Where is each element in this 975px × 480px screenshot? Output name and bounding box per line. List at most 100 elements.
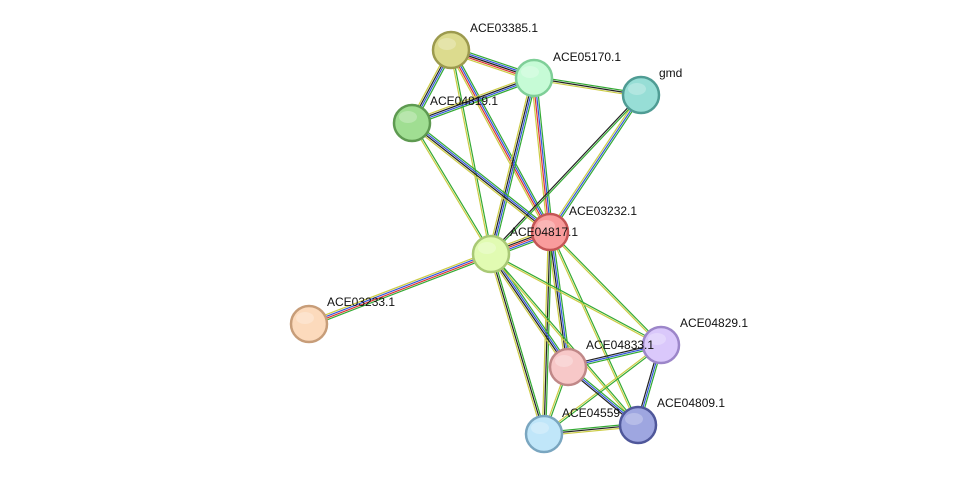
edge-stripe	[451, 49, 552, 232]
node-highlight	[399, 111, 417, 123]
node-ace04809-1[interactable]	[618, 405, 658, 445]
edge-stripe	[307, 251, 491, 323]
edge-stripe	[530, 78, 549, 233]
edge-stripe	[532, 78, 550, 233]
node-label-ace03232-1: ACE03232.1	[569, 204, 637, 218]
node-ace03232-1[interactable]	[530, 212, 570, 252]
edge-stripe	[309, 254, 492, 326]
edge-stripe	[491, 78, 536, 255]
edge-stripe	[544, 345, 662, 436]
edge-stripe	[308, 252, 491, 324]
node-label-ace04833-1: ACE04833.1	[586, 338, 654, 352]
edge-ace04817-1-ace04833-1	[488, 252, 571, 369]
node-circle[interactable]	[524, 414, 564, 454]
node-ace04829-1[interactable]	[641, 325, 681, 365]
edge-stripe	[488, 254, 543, 435]
node-circle[interactable]	[618, 405, 658, 445]
edge-stripe	[411, 123, 550, 234]
node-circle[interactable]	[431, 30, 471, 70]
node-layer	[289, 30, 681, 454]
edge-stripe	[548, 232, 568, 368]
edge-stripe	[492, 78, 538, 255]
node-highlight	[438, 38, 456, 50]
node-highlight	[648, 333, 666, 345]
node-ace05170-1[interactable]	[514, 58, 554, 98]
edge-stripe	[490, 254, 661, 347]
node-circle[interactable]	[641, 325, 681, 365]
node-highlight	[555, 355, 573, 367]
node-ace04819-1[interactable]	[392, 103, 432, 143]
edge-stripe	[549, 94, 642, 233]
edge-stripe	[488, 255, 567, 369]
node-circle[interactable]	[514, 58, 554, 98]
edge-stripe	[550, 231, 640, 425]
node-gmd[interactable]	[621, 75, 661, 115]
node-label-ace03233-1: ACE03233.1	[327, 295, 395, 309]
node-highlight	[521, 66, 539, 78]
node-ace04559[interactable]	[524, 414, 564, 454]
edge-stripe	[449, 50, 550, 233]
node-circle[interactable]	[471, 234, 511, 274]
edge-stripe	[489, 77, 534, 254]
edge-stripe	[309, 255, 493, 327]
edge-stripe	[548, 93, 641, 232]
edge-ace05170-1-ace04817-1	[487, 77, 538, 255]
edge-stripe	[412, 78, 535, 125]
edge-ace04817-1-ace04809-1	[489, 253, 640, 426]
node-ace04817-1[interactable]	[471, 234, 511, 274]
edge-stripe	[487, 77, 533, 254]
node-ace04833-1[interactable]	[548, 347, 588, 387]
node-highlight	[537, 220, 555, 232]
edge-ace04817-1-ace04829-1	[490, 252, 662, 347]
edge-stripe	[412, 121, 551, 232]
node-label-ace04829-1: ACE04829.1	[680, 316, 748, 330]
edge-stripe	[410, 124, 549, 235]
node-ace03233-1[interactable]	[289, 304, 329, 344]
node-highlight	[296, 312, 314, 324]
edge-ace05170-1-ace03232-1	[530, 77, 554, 233]
node-label-ace05170-1: ACE05170.1	[553, 50, 621, 64]
node-highlight	[478, 242, 496, 254]
edge-stripe	[543, 343, 661, 434]
node-circle[interactable]	[530, 212, 570, 252]
node-circle[interactable]	[548, 347, 588, 387]
edge-ace04829-1-ace04559	[543, 343, 662, 436]
edge-gmd-ace03232-1	[548, 93, 643, 234]
edge-layer	[307, 46, 664, 437]
edge-stripe	[490, 253, 545, 435]
edge-stripe	[534, 77, 552, 232]
edge-stripe	[492, 253, 547, 434]
edge-stripe	[491, 253, 570, 367]
edge-gmd-ace04817-1	[489, 94, 643, 255]
edge-stripe	[451, 49, 493, 254]
edge-stripe	[550, 231, 570, 367]
edge-stripe	[489, 94, 641, 254]
node-label-ace04809-1: ACE04809.1	[657, 396, 725, 410]
edge-stripe	[548, 232, 661, 347]
node-highlight	[625, 413, 643, 425]
node-label-ace03385-1: ACE03385.1	[470, 21, 538, 35]
edge-ace05170-1-ace04819-1	[410, 75, 536, 126]
node-ace03385-1[interactable]	[431, 30, 471, 70]
edge-stripe	[550, 230, 663, 345]
edge-stripe	[412, 122, 493, 254]
node-highlight	[628, 83, 646, 95]
node-circle[interactable]	[289, 304, 329, 344]
node-circle[interactable]	[621, 75, 661, 115]
node-label-gmd: gmd	[659, 66, 682, 80]
node-circle[interactable]	[392, 103, 432, 143]
edge-stripe	[411, 76, 534, 123]
edge-stripe	[452, 48, 553, 232]
edge-stripe	[413, 120, 552, 231]
edge-ace03232-1-ace04809-1	[548, 231, 640, 426]
edge-stripe	[448, 50, 549, 234]
edge-stripe	[410, 75, 534, 122]
node-label-ace04819-1: ACE04819.1	[430, 94, 498, 108]
edge-stripe	[410, 123, 491, 255]
edge-stripe	[491, 95, 643, 255]
edge-stripe	[535, 77, 554, 232]
edge-stripe	[550, 95, 643, 234]
